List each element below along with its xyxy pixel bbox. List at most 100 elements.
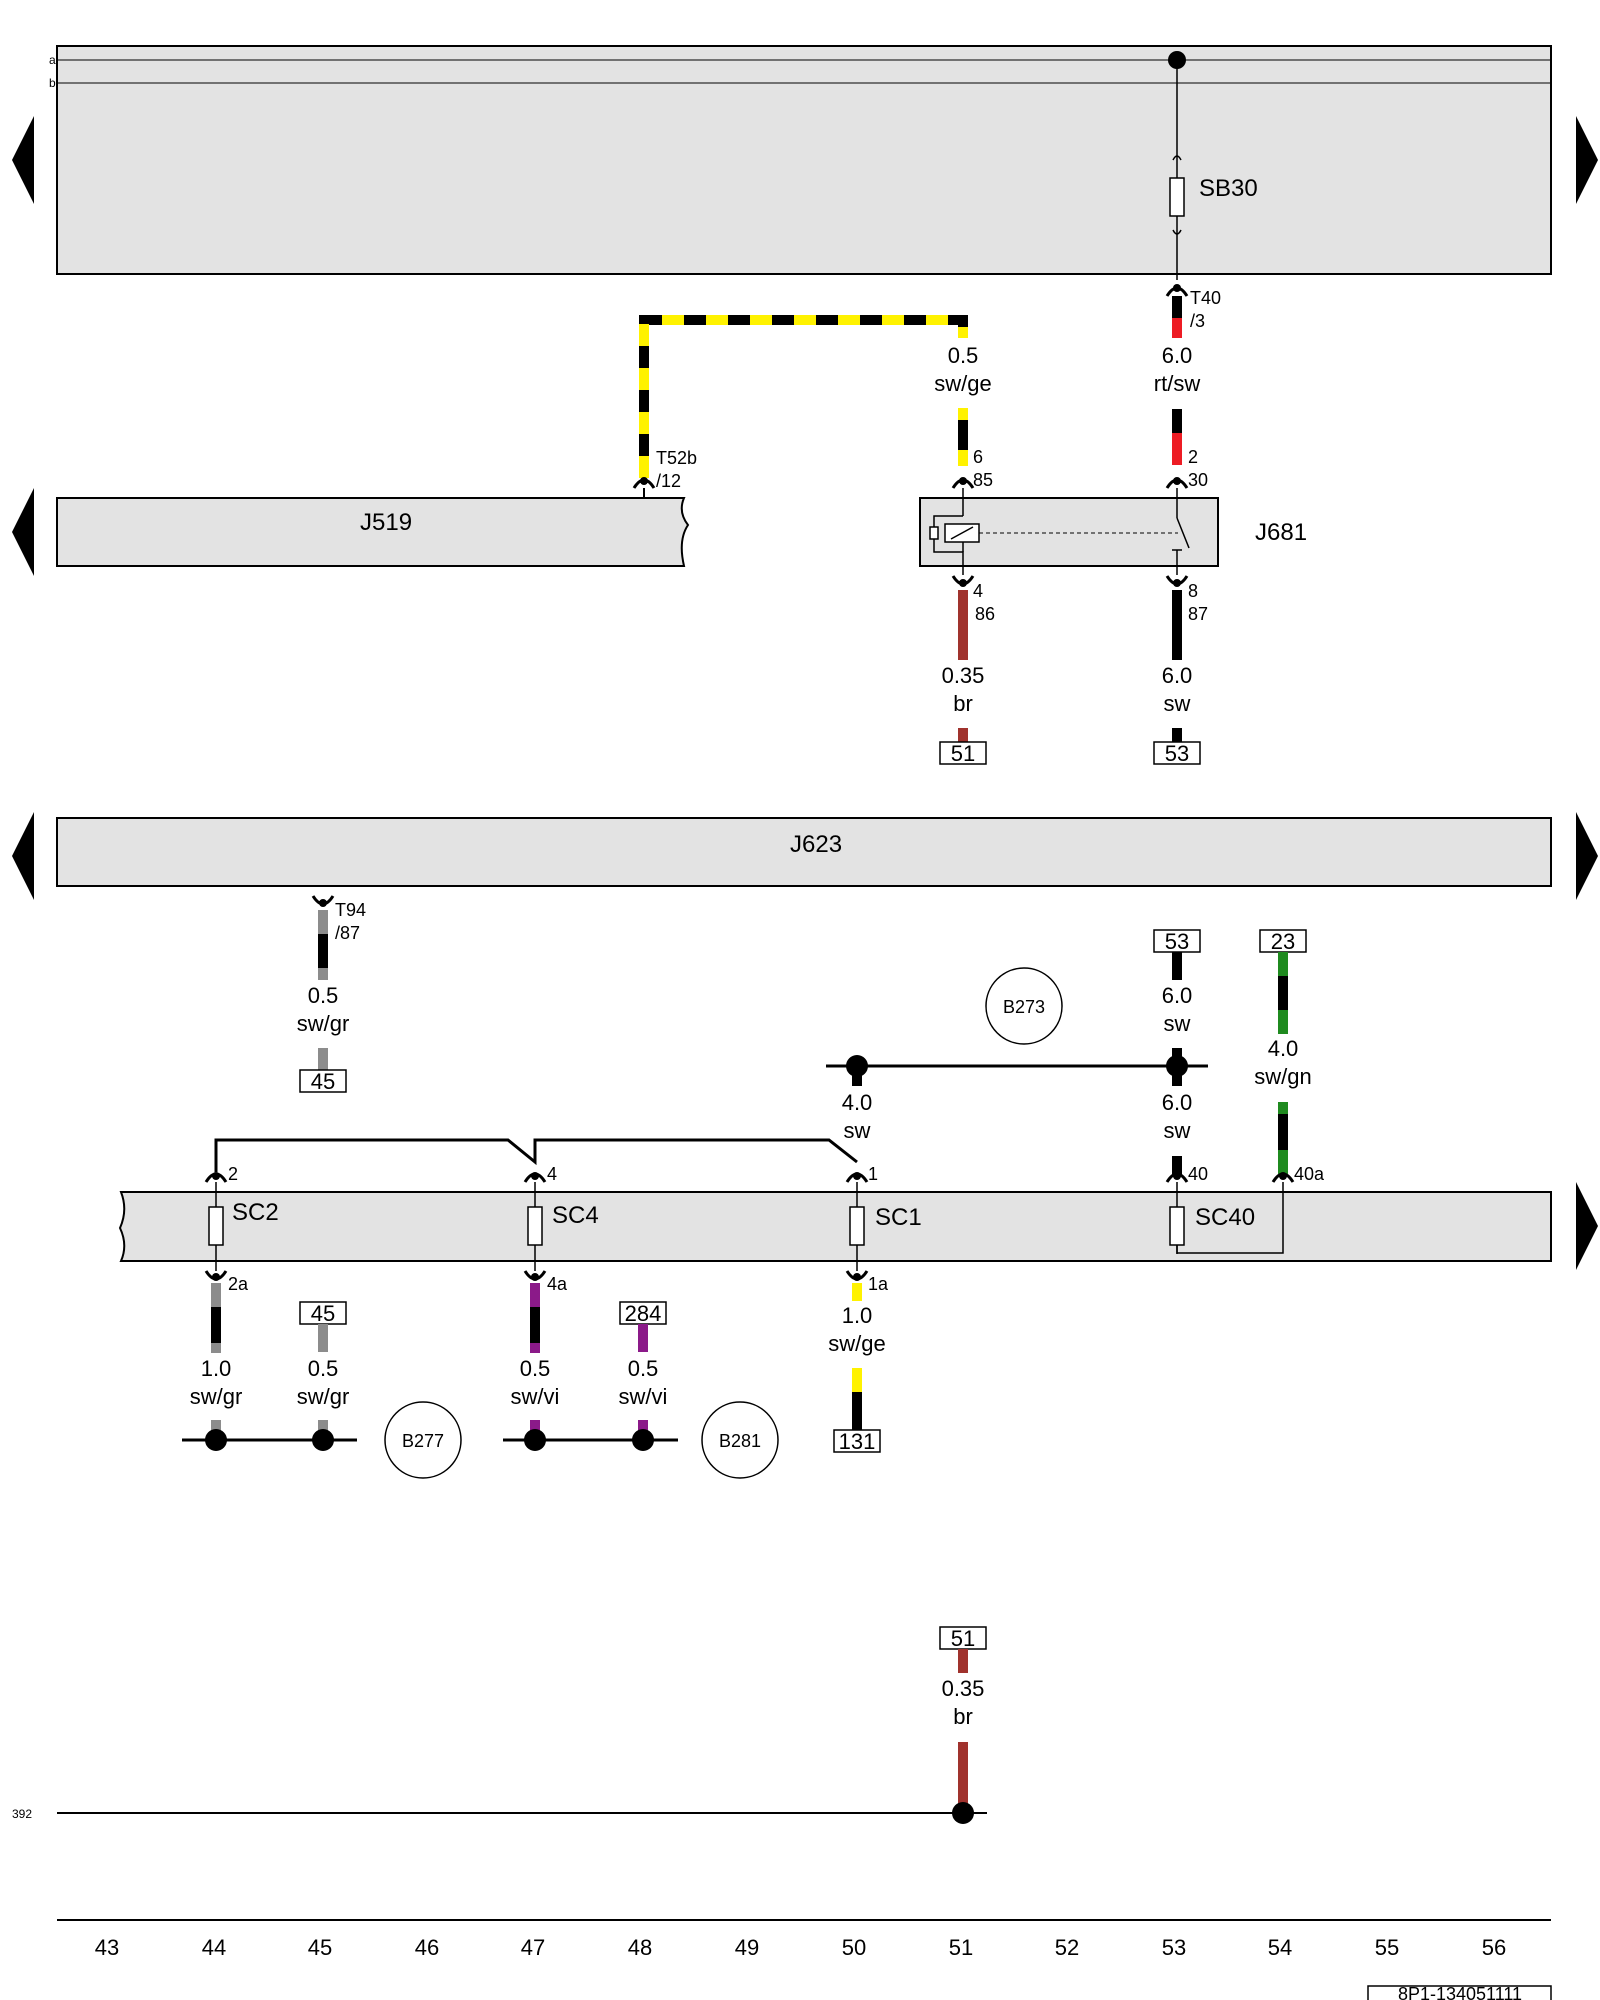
connector-t52b-pin: /12 [656,471,681,491]
ref-box-53-a [1153,741,1201,765]
splice-b277-right [312,1429,334,1451]
nav-arrow-left-j519[interactable] [12,488,34,576]
column-number: 50 [842,1935,866,1960]
component-j519-label: J519 [360,509,412,536]
wire-stub [318,910,328,934]
fuse-sc2-label: SC2 [232,1199,279,1226]
bus-label-a: a [49,53,56,67]
wire-swge-b-size: 1.0 [842,1303,873,1328]
top-panel [56,45,1552,275]
fuse-sc4-symbol [527,1206,543,1246]
pin-sc4-in: 4 [547,1164,557,1184]
wire-stub [318,968,328,980]
wire-sw-d-color: sw [1164,1118,1191,1143]
sc-fuse-carrier [118,1191,1552,1262]
pin-dot [1173,284,1181,292]
wire-swge-top-color: sw/ge [934,371,991,396]
ground-point-b273-circle [985,967,1063,1045]
wire-sw-b-color: sw [1164,1011,1191,1036]
ref-284[interactable]: 284 [625,1301,662,1326]
column-number: 46 [415,1935,439,1960]
pin-j681-6-term: 85 [973,470,993,490]
wire-stub [211,1283,221,1307]
nav-arrow-left-top[interactable] [12,116,34,204]
nav-arrow-left-j623[interactable] [12,812,34,900]
sb30-fuse-symbol [1169,177,1185,217]
wire-swge-stub-b [958,420,968,450]
j519-box [56,497,690,567]
ref-51-b[interactable]: 51 [951,1626,975,1651]
column-number: 44 [202,1935,226,1960]
nav-arrow-right-j623[interactable] [1576,812,1598,900]
pin-dot [531,1172,539,1180]
wire-stub [1278,1114,1288,1150]
ref-box-45-a [299,1069,347,1093]
column-number: 43 [95,1935,119,1960]
wire-sw-c-color: sw [844,1118,871,1143]
component-j681-label: J681 [1255,519,1307,546]
pin-dot [959,477,967,485]
column-number: 49 [735,1935,759,1960]
wire-rtsw-color: rt/sw [1154,371,1201,396]
wire-rtsw-stub-a [1172,296,1182,318]
wire-br-a-color: br [953,691,973,716]
nav-arrow-right-top[interactable] [1576,116,1598,204]
splice-392 [952,1802,974,1824]
sb30-bottom-arc [1172,229,1182,235]
column-number: 51 [949,1935,973,1960]
wire-stub [1172,1156,1182,1176]
column-number: 56 [1482,1935,1506,1960]
ground-point-b273-label: B273 [1003,997,1045,1017]
wire-swge-stub-a [958,408,968,420]
pin-dot [853,1172,861,1180]
wire-stub [1278,1102,1288,1114]
wire-stub [318,1324,328,1352]
sc40-link-wire [1176,1182,1284,1254]
sb30-top-arc [1172,155,1182,161]
wire-stub [318,1048,328,1070]
wire-swge-stub-c [958,450,968,466]
pin-dot [959,579,967,587]
pin-dot [212,1273,220,1281]
wire-rtsw-stub-a-color [1172,318,1182,338]
wire-swgn-size: 4.0 [1268,1036,1299,1061]
ref-131[interactable]: 131 [839,1429,876,1454]
wire-sw-a-stub [1172,590,1182,660]
wire-stub [852,1392,862,1430]
fuse-sb30-label: SB30 [1199,175,1258,202]
ref-53-a[interactable]: 53 [1165,741,1189,766]
pin-dot [1173,477,1181,485]
wire-stub [211,1343,221,1353]
connector-t40-name: T40 [1190,288,1221,308]
wire-stub [958,1742,968,1812]
wire-sw-a-color: sw [1164,691,1191,716]
wire-swgr-a-size: 0.5 [308,983,339,1008]
column-number: 53 [1162,1935,1186,1960]
splice-b281-right [632,1429,654,1451]
ref-45-b[interactable]: 45 [311,1301,335,1326]
ref-23[interactable]: 23 [1271,929,1295,954]
pin-sc1-out: 1a [868,1274,889,1294]
wire-br-a-size: 0.35 [942,663,985,688]
wire-br-b-color: br [953,1704,973,1729]
document-id: 8P1-134051111 [1398,1984,1522,2000]
pin-sc40a-in: 40a [1294,1164,1325,1184]
wire-swgr-a-color: sw/gr [297,1011,350,1036]
wire-stub [958,1649,968,1673]
wire-stub [852,1066,862,1086]
wire-stub [1278,952,1288,976]
wire-stub [211,1307,221,1343]
pin-dot [1173,1172,1181,1180]
wire-stub [530,1307,540,1343]
ref-45-a[interactable]: 45 [311,1069,335,1094]
pin-j681-2-term: 30 [1188,470,1208,490]
fuse-sc4-label: SC4 [552,1202,599,1229]
ref-51-a[interactable]: 51 [951,741,975,766]
pin-sc2-out: 2a [228,1274,249,1294]
splice-b277-left [205,1429,227,1451]
pin-j681-4-term: 86 [975,604,995,624]
fuse-sc1-label: SC1 [875,1204,922,1231]
j623-box [56,817,1552,887]
nav-arrow-right-sc[interactable] [1576,1182,1598,1270]
ref-53-b[interactable]: 53 [1165,929,1189,954]
